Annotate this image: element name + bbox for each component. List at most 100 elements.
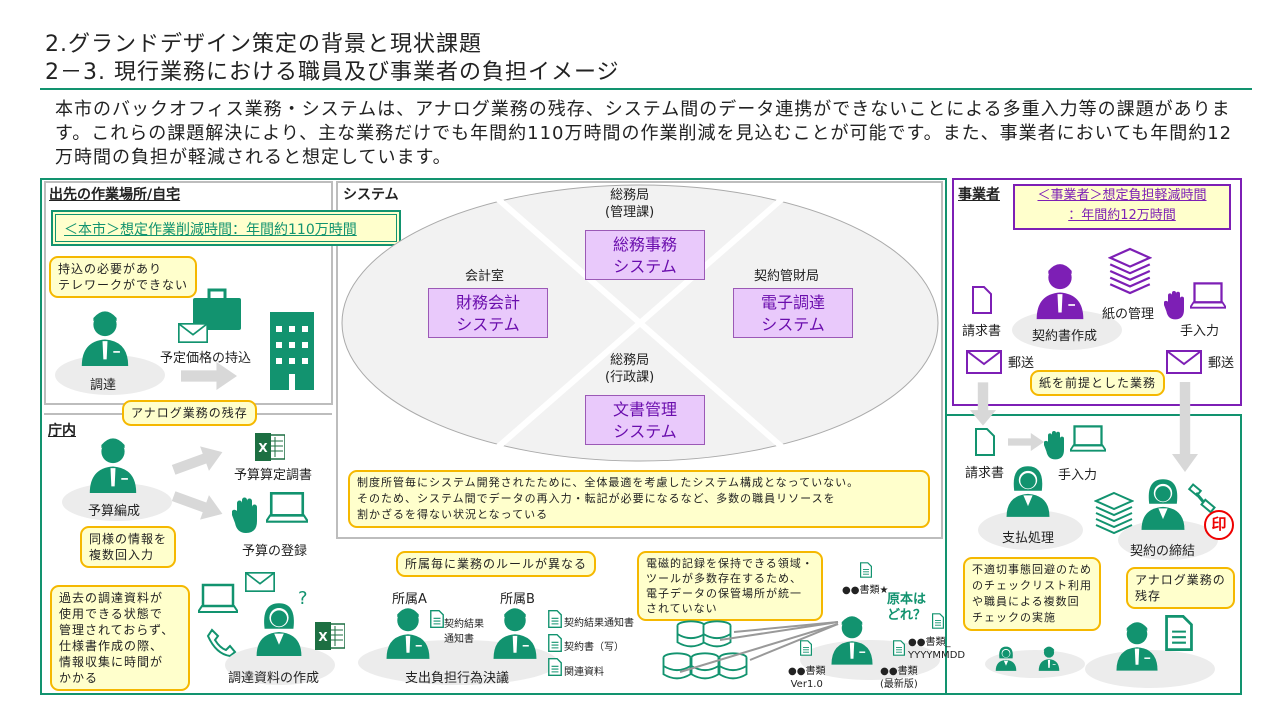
register-label: 予算の登録 <box>242 544 308 559</box>
callout-storage: 電磁的記録を保持できる領域・ ツールが多数存在するため、 電子データの保管場所が… <box>637 551 823 621</box>
dept-soumu-gyosei: 総務局 (行政課) <box>605 353 655 385</box>
doc-a-label: 契約結果 通知書 <box>444 619 484 645</box>
doc-b-2: 契約書（写） <box>564 642 624 653</box>
document-icon <box>548 634 562 652</box>
dept-b-label: 所属B <box>500 592 535 607</box>
checking-staff-icon <box>1115 618 1159 672</box>
title-divider <box>40 88 1252 90</box>
budget-label: 予算編成 <box>88 504 141 519</box>
vendor-panel <box>952 178 1242 406</box>
system-bunsho[interactable]: 文書管理 システム <box>585 395 705 445</box>
mail-icon <box>245 572 275 592</box>
system-heading: システム <box>343 187 399 203</box>
city-frame-right <box>945 414 1242 695</box>
confused-staff-icon <box>830 613 874 665</box>
callout-telework: 持込の必要があり テレワークができない <box>49 256 198 298</box>
paper-stack-icon <box>1108 246 1152 296</box>
checklist-icon <box>1165 615 1193 651</box>
city-savings: ＜本市＞想定作業削減時間：年間約110万時間 <box>55 214 397 242</box>
system-soumu[interactable]: 総務事務 システム <box>585 230 705 280</box>
system-panel <box>336 181 943 539</box>
doc-b-3: 関連資料 <box>564 667 604 678</box>
mail-icon <box>178 322 208 344</box>
callout-analog: アナログ業務の残存 <box>122 400 257 426</box>
mail-icon <box>1166 350 1202 374</box>
callout-rules: 所属毎に業務のルールが異なる <box>396 551 597 577</box>
invoice-icon <box>972 286 992 314</box>
signing-staff-icon <box>1140 475 1186 531</box>
decision-label: 支出負担行為決議 <box>405 671 510 686</box>
vendor-contract: 契約書作成 <box>1032 329 1098 344</box>
file-latest: ●●書類 (最新版) <box>880 666 918 690</box>
checker-icon <box>1038 645 1060 671</box>
vendor-staff-icon <box>1035 260 1085 320</box>
database-icon <box>662 652 692 680</box>
file-v1: ●●書類 Ver1.0 <box>788 666 826 690</box>
intro-text: 本市のバックオフィス業務・システムは、アナログ業務の残存、システム間のデータ連携… <box>55 99 1233 168</box>
document-icon <box>932 613 944 629</box>
staff-icon <box>80 308 130 366</box>
file-star: ●●書類★ <box>842 585 889 596</box>
invoice-icon <box>975 428 995 456</box>
document-icon <box>430 610 444 628</box>
callout-multi-input: 同様の情報を 複数回入力 <box>80 526 177 568</box>
callout-analog-right: アナログ業務の 残存 <box>1126 567 1235 609</box>
vendor-heading: 事業者 <box>958 187 1000 203</box>
doc-calc-label: 予算算定調書 <box>234 468 313 483</box>
document-icon <box>800 640 812 656</box>
payment-label: 支払処理 <box>1002 531 1055 546</box>
vendor-mail1: 郵送 <box>1008 356 1035 371</box>
laptop-icon <box>198 583 238 615</box>
document-icon <box>548 658 562 676</box>
briefcase-icon <box>193 288 241 330</box>
vendor-invoice: 請求書 <box>962 324 1002 339</box>
proc-label: 調達資料の作成 <box>228 671 320 686</box>
building-icon <box>270 312 314 390</box>
hand-icon <box>1044 430 1068 460</box>
excel-icon <box>255 433 285 461</box>
dept-kaikei: 会計室 <box>465 269 505 284</box>
budget-staff-icon <box>88 435 138 493</box>
document-icon <box>548 610 562 628</box>
dept-keiyaku: 契約管財局 <box>754 269 820 284</box>
office-heading: 庁内 <box>48 423 76 439</box>
system-zaimu[interactable]: 財務会計 システム <box>428 288 548 338</box>
arrow-down-icon <box>970 382 996 426</box>
vendor-manual: 手入力 <box>1180 324 1220 339</box>
checker-icon <box>995 645 1017 671</box>
question-mark: ? <box>298 588 308 609</box>
mail-icon <box>966 350 1002 374</box>
action-label: 予定価格の持込 <box>160 351 252 366</box>
vendor-paper: 紙の管理 <box>1102 307 1155 322</box>
callout-past-docs: 過去の調達資料が 使用できる状態で 管理されておらず、 仕様書作成の際、 情報収… <box>50 585 190 691</box>
doc-b-1: 契約結果通知書 <box>564 618 634 629</box>
system-note: 制度所管毎にシステム開発されたために、全体最適を考慮したシステム構成となっていな… <box>348 470 930 528</box>
city-invoice: 請求書 <box>965 466 1005 481</box>
person-label: 調達 <box>90 378 117 393</box>
signing-label: 契約の締結 <box>1130 544 1196 559</box>
arrow-right-icon <box>1008 432 1044 452</box>
laptop-icon <box>1190 282 1226 310</box>
question-original: 原本は どれ？ <box>887 592 927 623</box>
system-chotatsu[interactable]: 電子調達 システム <box>733 288 853 338</box>
arrow-right-icon <box>176 362 242 390</box>
staff-b-icon <box>492 605 538 659</box>
staff-a-icon <box>385 605 431 659</box>
arrows-to-storage <box>679 621 839 673</box>
document-icon <box>860 562 872 578</box>
seal-icon: 印 <box>1204 510 1234 540</box>
page-title: 2.グランドデザイン策定の背景と現状課題 <box>45 32 482 57</box>
excel-icon <box>315 622 345 650</box>
dept-a-label: 所属A <box>392 592 427 607</box>
laptop-icon <box>1070 425 1106 453</box>
file-date: ●●書類_ YYYYMMDD <box>908 637 966 661</box>
arrow-down-icon <box>1172 382 1198 472</box>
system-ellipse <box>341 184 939 462</box>
page-subtitle: 2－3. 現行業務における職員及び事業者の負担イメージ <box>45 60 620 85</box>
document-icon <box>893 640 905 656</box>
hand-icon <box>1164 290 1188 320</box>
dept-soumu-kanri: 総務局 (管理課) <box>605 188 655 220</box>
vendor-mail2: 郵送 <box>1208 356 1235 371</box>
outside-heading: 出先の作業場所/自宅 <box>49 187 181 203</box>
callout-checklist: 不適切事態回避のため のチェックリスト利用 や職員による複数回 チェックの実施 <box>963 557 1101 631</box>
